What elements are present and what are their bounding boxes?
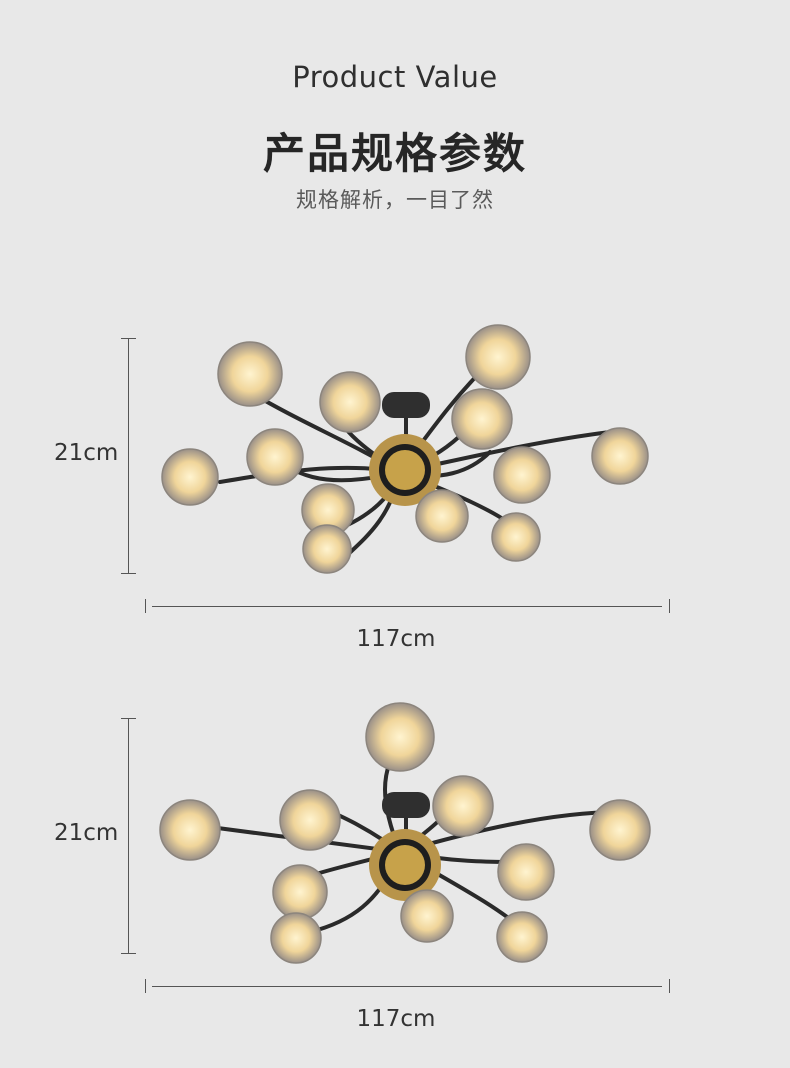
product-spec-2: 21cm [0,680,790,1040]
title-chinese: 产品规格参数 [262,129,527,178]
height-tick-top [121,338,136,339]
product-spec-1: 21cm [0,300,790,660]
chandelier-illustration [159,702,651,964]
width-tick-right [669,979,670,993]
title-english: Product Value [292,60,498,94]
width-dimension-line [152,606,662,607]
width-tick-left [145,979,146,993]
width-label: 117cm [356,1006,436,1032]
height-dimension-line [128,718,129,953]
subtitle-chinese: 规格解析，一目了然 [296,188,494,212]
width-tick-right [669,599,670,613]
height-tick-top [121,718,136,719]
width-label: 117cm [356,626,436,652]
height-tick-bottom [121,573,136,574]
height-label: 21cm [54,820,119,846]
height-dimension-line [128,338,129,573]
width-dimension-line [152,986,662,987]
chandelier-illustration [161,324,649,574]
height-label: 21cm [54,440,119,466]
width-tick-left [145,599,146,613]
height-tick-bottom [121,953,136,954]
